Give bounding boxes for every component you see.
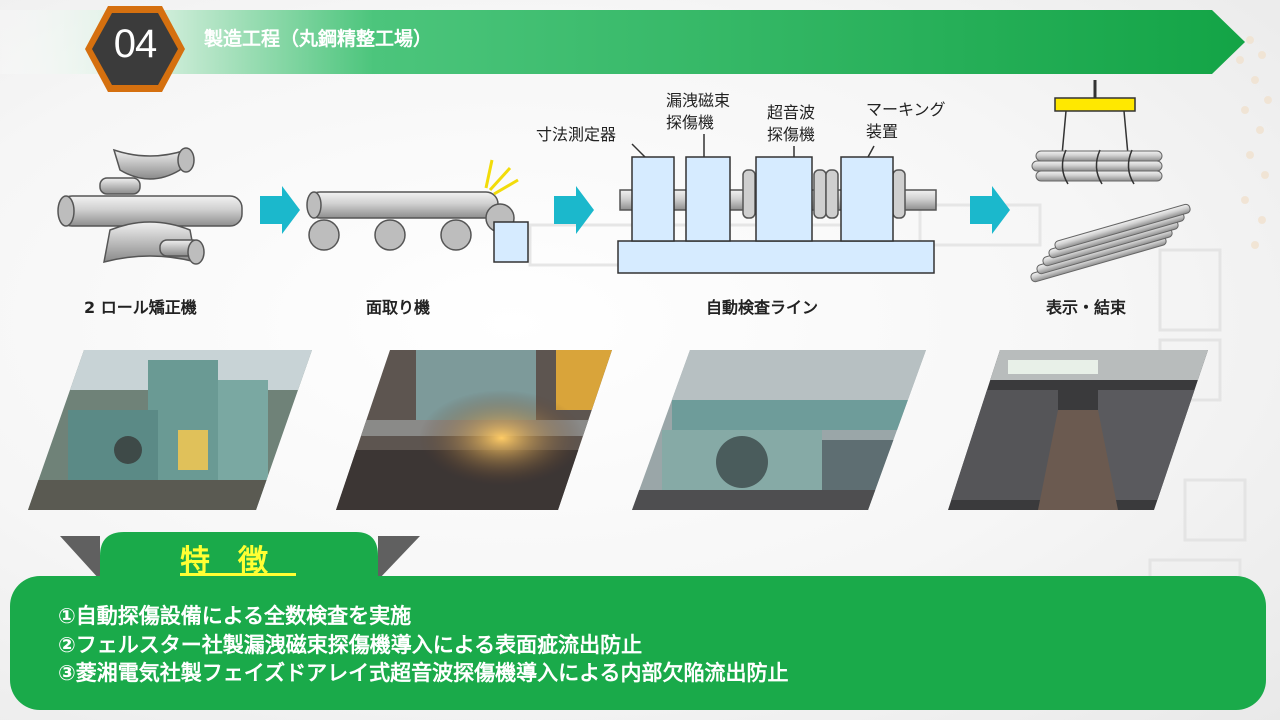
feature-list: ①自動探傷設備による全数検査を実施 ②フェルスター社製漏洩磁束探傷機導入による表… bbox=[58, 602, 789, 688]
flow-arrow-3 bbox=[970, 186, 1010, 234]
page-title: 製造工程（丸鋼精整工場） bbox=[204, 28, 433, 50]
flow-arrow-2 bbox=[554, 186, 594, 234]
feature-panel bbox=[10, 576, 1266, 710]
callout-ultrasonic-tester: 超音波 探傷機 bbox=[767, 103, 816, 144]
header-banner bbox=[0, 10, 1245, 74]
list-item: ①自動探傷設備による全数検査を実施 bbox=[58, 604, 412, 628]
feature-title: 特徴 bbox=[180, 544, 296, 579]
flow-arrow-1 bbox=[260, 186, 300, 234]
callout-marking-device: マーキング 装置 bbox=[866, 100, 946, 141]
feature-tab bbox=[60, 532, 420, 580]
step-label-inspection-line: 自動検査ライン bbox=[706, 298, 819, 317]
process-diagram bbox=[57, 80, 1191, 283]
straightener-illustration bbox=[57, 147, 243, 265]
list-item: ③菱湘電気社製フェイズドアレイ式超音波探傷機導入による内部欠陥流出防止 bbox=[58, 661, 789, 685]
chamfering-illustration bbox=[306, 159, 529, 263]
inspection-line-illustration bbox=[617, 134, 937, 274]
callout-flux-leakage-tester: 漏洩磁束 探傷機 bbox=[666, 91, 731, 132]
list-item: ②フェルスター社製漏洩磁束探傷機導入による表面疵流出防止 bbox=[58, 632, 643, 657]
step-label-bundling: 表示・結束 bbox=[1046, 298, 1127, 317]
section-number: 04 bbox=[113, 22, 158, 66]
bundled-bars-photo bbox=[948, 350, 1208, 510]
callout-dimension-meter: 寸法測定器 bbox=[536, 125, 617, 144]
bundling-illustration bbox=[1030, 80, 1191, 283]
inspection-line-photo bbox=[632, 350, 926, 510]
step-label-chamfering: 面取り機 bbox=[366, 298, 431, 317]
section-badge bbox=[85, 6, 185, 92]
chamfering-photo bbox=[336, 350, 612, 510]
step-label-straightener: 2 ロール矯正機 bbox=[84, 298, 197, 317]
straightener-photo bbox=[28, 350, 312, 510]
